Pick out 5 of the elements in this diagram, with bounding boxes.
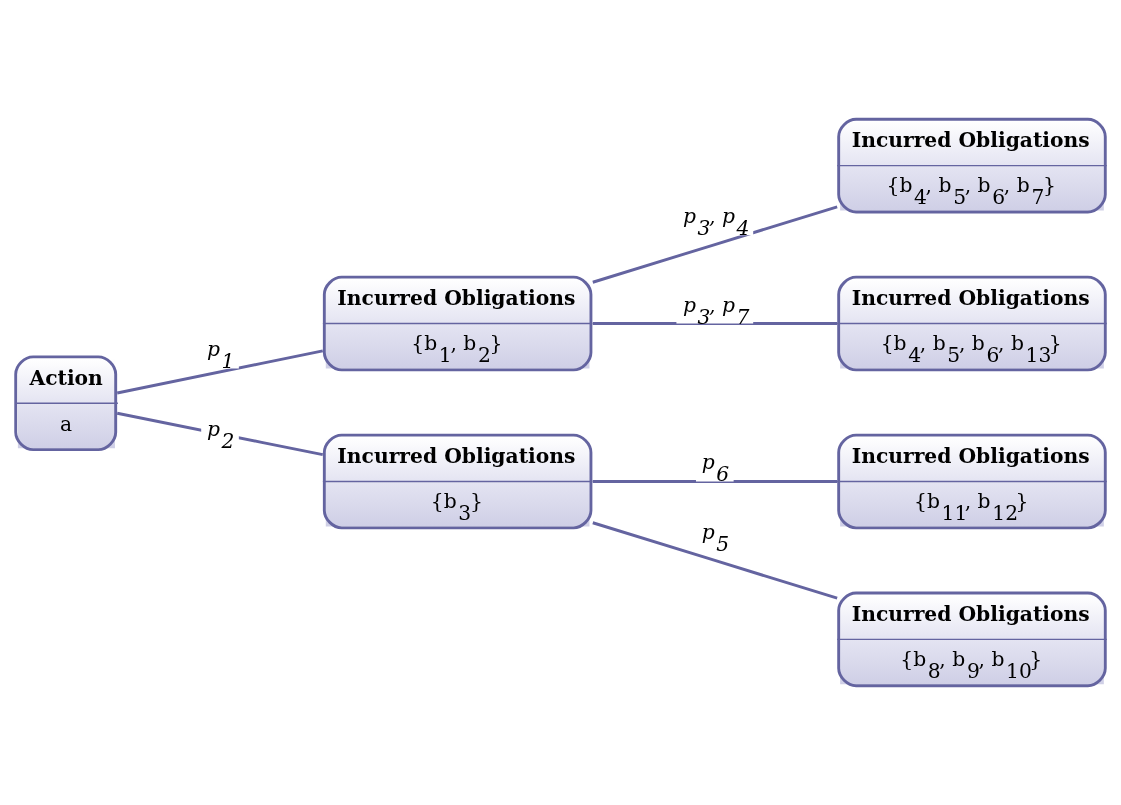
connector — [116, 349, 324, 395]
connector — [592, 521, 838, 600]
connector — [592, 205, 838, 284]
connector — [592, 480, 838, 483]
connector — [592, 322, 838, 325]
